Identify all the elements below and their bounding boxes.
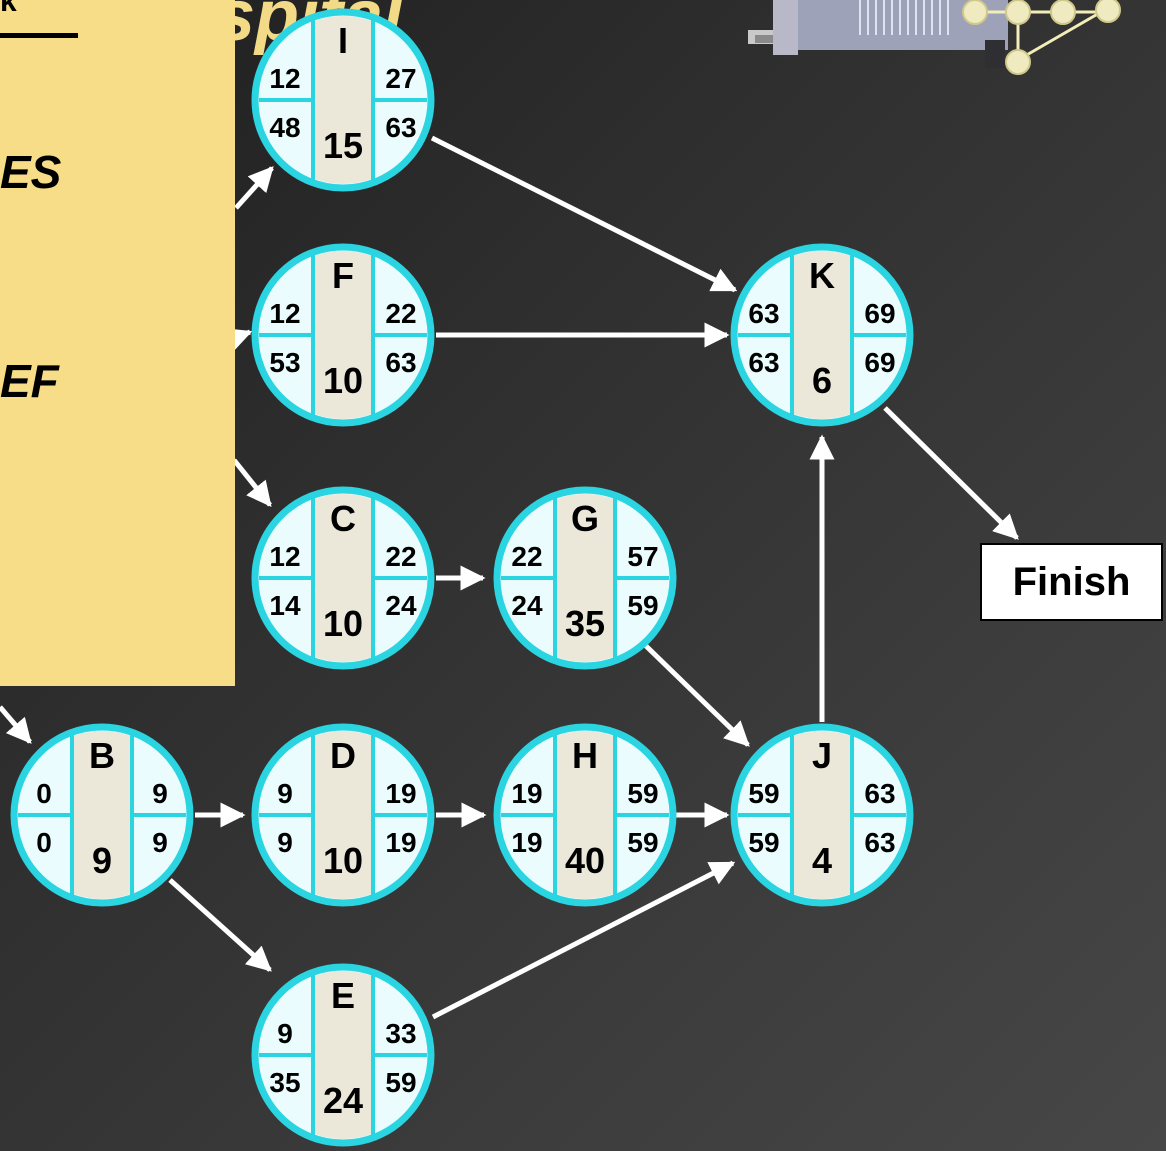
hospital-network-logo bbox=[748, 0, 1121, 75]
node-H: H 19 59 19 59 40 bbox=[493, 723, 677, 907]
panel-line-ef: EF bbox=[0, 355, 59, 407]
node-early-finish: 69 bbox=[864, 298, 895, 329]
node-early-finish: 22 bbox=[385, 541, 416, 572]
node-center-band bbox=[72, 731, 132, 899]
node-duration: 10 bbox=[323, 840, 363, 881]
arrows bbox=[0, 135, 1019, 1020]
node-duration: 6 bbox=[812, 360, 832, 401]
node-letter: J bbox=[812, 735, 832, 776]
node-late-finish: 24 bbox=[385, 590, 417, 621]
node-D: D 9 19 9 19 10 bbox=[251, 723, 435, 907]
arrow-E-J bbox=[431, 860, 736, 1020]
node-B: B 0 9 0 9 9 bbox=[10, 723, 194, 907]
node-late-start: 63 bbox=[748, 347, 779, 378]
node-center-band bbox=[555, 731, 615, 899]
node-G: G 22 57 24 59 35 bbox=[493, 486, 677, 670]
node-late-finish: 19 bbox=[385, 827, 416, 858]
arrow-to-B bbox=[0, 705, 32, 744]
node-early-finish: 19 bbox=[385, 778, 416, 809]
node-duration: 10 bbox=[323, 603, 363, 644]
node-early-finish: 63 bbox=[864, 778, 895, 809]
node-late-finish: 59 bbox=[627, 827, 658, 858]
node-center-band bbox=[313, 494, 373, 662]
node-center-band bbox=[555, 494, 615, 662]
node-letter: B bbox=[89, 735, 115, 776]
node-I: I 12 27 48 63 15 bbox=[251, 8, 435, 192]
node-early-start: 12 bbox=[269, 298, 300, 329]
panel-line-es: ES bbox=[0, 146, 62, 198]
node-duration: 9 bbox=[92, 840, 112, 881]
node-duration: 15 bbox=[323, 125, 363, 166]
node-duration: 10 bbox=[323, 360, 363, 401]
node-late-start: 59 bbox=[748, 827, 779, 858]
node-late-finish: 63 bbox=[385, 112, 416, 143]
node-early-finish: 57 bbox=[627, 541, 658, 572]
node-late-finish: 63 bbox=[385, 347, 416, 378]
node-early-start: 59 bbox=[748, 778, 779, 809]
node-letter: F bbox=[332, 255, 354, 296]
node-late-start: 35 bbox=[269, 1067, 300, 1098]
node-late-finish: 59 bbox=[627, 590, 658, 621]
node-early-finish: 27 bbox=[385, 63, 416, 94]
node-duration: 24 bbox=[323, 1080, 363, 1121]
node-early-finish: 22 bbox=[385, 298, 416, 329]
node-center-band bbox=[313, 16, 373, 184]
node-late-start: 24 bbox=[511, 590, 543, 621]
panel-header: k bbox=[0, 0, 17, 18]
notes-panel: k ES EF bbox=[0, 0, 235, 686]
arrow-to-F bbox=[224, 328, 253, 352]
node-late-start: 53 bbox=[269, 347, 300, 378]
node-late-finish: 59 bbox=[385, 1067, 416, 1098]
node-letter: H bbox=[572, 735, 598, 776]
node-late-finish: 9 bbox=[152, 827, 168, 858]
node-early-finish: 9 bbox=[152, 778, 168, 809]
arrow-G-J bbox=[643, 643, 750, 747]
node-late-finish: 69 bbox=[864, 347, 895, 378]
node-letter: D bbox=[330, 735, 356, 776]
node-early-start: 22 bbox=[511, 541, 542, 572]
arrow-to-C bbox=[232, 458, 272, 507]
node-center-band bbox=[313, 251, 373, 419]
node-early-start: 63 bbox=[748, 298, 779, 329]
node-duration: 40 bbox=[565, 840, 605, 881]
node-center-band bbox=[313, 731, 373, 899]
node-center-band bbox=[792, 251, 852, 419]
node-letter: G bbox=[571, 498, 599, 539]
node-early-start: 9 bbox=[277, 1018, 293, 1049]
node-C: C 12 22 14 24 10 bbox=[251, 486, 435, 670]
node-letter: I bbox=[338, 20, 348, 61]
node-early-finish: 33 bbox=[385, 1018, 416, 1049]
arrow-B-E bbox=[168, 878, 272, 972]
node-late-finish: 63 bbox=[864, 827, 895, 858]
arrow-K-Finish bbox=[883, 406, 1019, 540]
node-E: E 9 33 35 59 24 bbox=[251, 963, 435, 1147]
node-early-finish: 59 bbox=[627, 778, 658, 809]
node-letter: E bbox=[331, 975, 355, 1016]
node-letter: K bbox=[809, 255, 835, 296]
node-K: K 63 69 63 69 6 bbox=[730, 243, 914, 427]
node-duration: 4 bbox=[812, 840, 832, 881]
node-late-start: 19 bbox=[511, 827, 542, 858]
node-early-start: 0 bbox=[36, 778, 52, 809]
node-F: F 12 22 53 63 10 bbox=[251, 243, 435, 427]
panel-underline bbox=[0, 33, 78, 38]
finish-node: Finish bbox=[980, 543, 1163, 621]
node-late-start: 14 bbox=[269, 590, 301, 621]
node-center-band bbox=[313, 971, 373, 1139]
node-J: J 59 63 59 63 4 bbox=[730, 723, 914, 907]
node-duration: 35 bbox=[565, 603, 605, 644]
node-late-start: 9 bbox=[277, 827, 293, 858]
node-center-band bbox=[792, 731, 852, 899]
node-early-start: 9 bbox=[277, 778, 293, 809]
node-early-start: 12 bbox=[269, 63, 300, 94]
node-early-start: 19 bbox=[511, 778, 542, 809]
arrow-I-K bbox=[430, 135, 738, 293]
node-late-start: 0 bbox=[36, 827, 52, 858]
node-late-start: 48 bbox=[269, 112, 300, 143]
node-letter: C bbox=[330, 498, 356, 539]
node-early-start: 12 bbox=[269, 541, 300, 572]
arrow-to-I bbox=[234, 166, 274, 210]
